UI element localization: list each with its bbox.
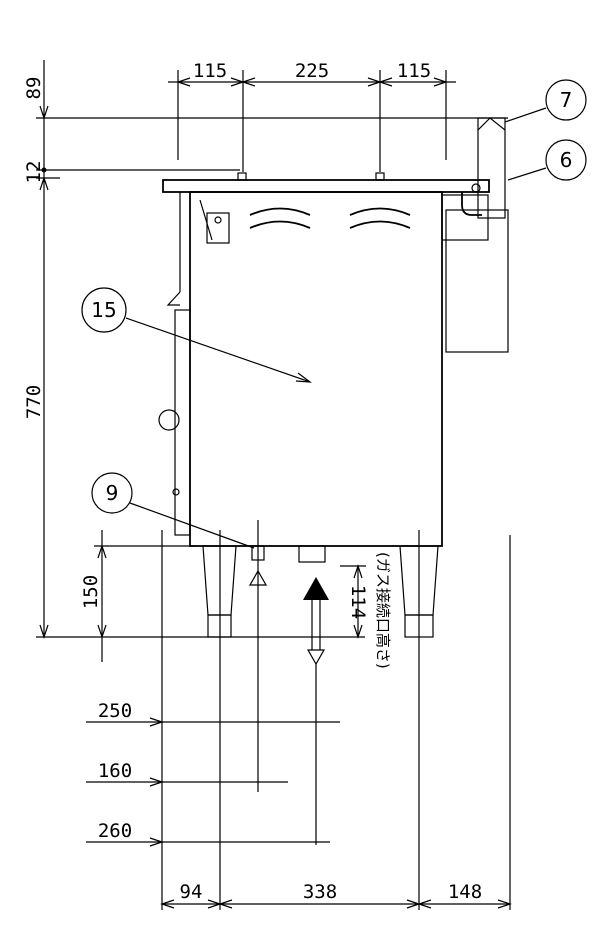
callout-15: 15 — [81, 287, 312, 383]
callout-9: 9 — [91, 472, 255, 549]
svg-text:9: 9 — [106, 481, 119, 505]
svg-text:6: 6 — [560, 148, 573, 172]
dim-top-right: 115 — [397, 60, 431, 82]
lower-dimension-group: 250 160 260 94 338 148 — [86, 530, 512, 910]
callout-6: 6 — [507, 139, 587, 181]
dim-160: 160 — [98, 760, 132, 782]
svg-text:7: 7 — [560, 88, 573, 112]
dim-94: 94 — [180, 881, 203, 903]
legs — [202, 530, 439, 910]
dim-89: 89 — [23, 77, 45, 100]
left-dimension-group: 89 12 770 150 — [23, 60, 508, 662]
dim-338: 338 — [303, 881, 337, 903]
top-dimension-group: 115 225 115 — [168, 60, 456, 172]
dim-12: 12 — [23, 161, 45, 184]
dim-250: 250 — [98, 700, 132, 722]
dim-148: 148 — [448, 881, 482, 903]
dim-770: 770 — [23, 385, 45, 419]
svg-text:15: 15 — [91, 298, 116, 322]
dim-gas-114: 114 — [347, 585, 369, 619]
cabinet-body — [158, 117, 509, 547]
dim-top-center: 225 — [295, 60, 329, 82]
callout-7: 7 — [504, 79, 587, 123]
dim-150: 150 — [80, 575, 102, 609]
connections: 114 (ガス接続口高さ) — [248, 520, 392, 845]
dim-top-left: 115 — [193, 60, 227, 82]
dim-260: 260 — [98, 820, 132, 842]
gas-connection-note: (ガス接続口高さ) — [374, 552, 392, 669]
